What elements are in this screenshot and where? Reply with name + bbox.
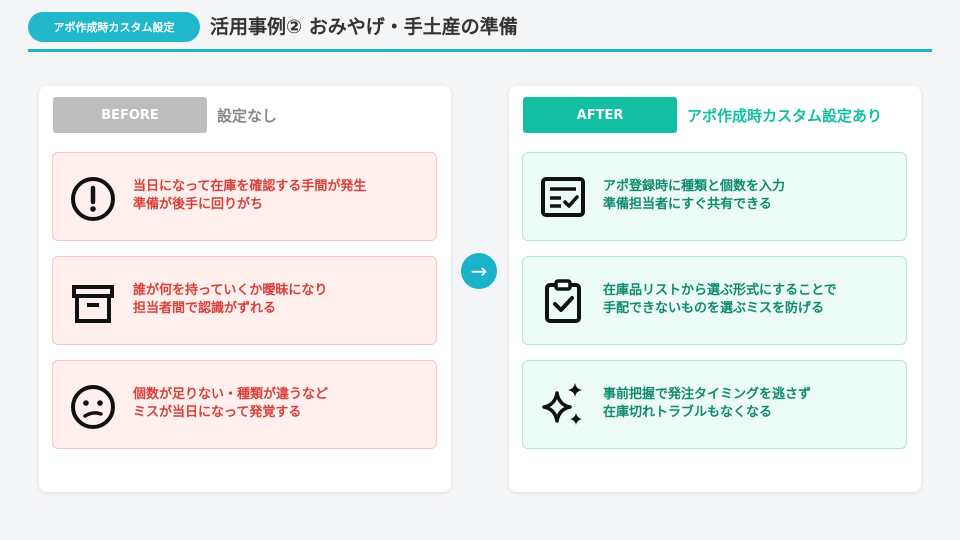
after-panel: AFTER アポ作成時カスタム設定あり アポ登録時に種類と個数を入力 準備担当者… xyxy=(509,86,921,492)
exclamation-circle-icon xyxy=(71,177,115,221)
clipboard-check-icon xyxy=(545,279,581,323)
after-card: アポ登録時に種類と個数を入力 準備担当者にすぐ共有できる xyxy=(522,152,907,241)
sparkles-icon xyxy=(542,383,582,425)
before-card-text: 個数が足りない・種類が違うなど ミスが当日になって発覚する xyxy=(133,387,329,420)
before-description: 設定なし xyxy=(217,106,278,125)
before-tag: BEFORE xyxy=(53,97,207,133)
arrow-right-icon: → xyxy=(461,253,497,289)
after-card: 在庫品リストから選ぶ形式にすることで 手配できないものを選ぶミスを防げる xyxy=(522,256,907,345)
checklist-form-icon xyxy=(541,177,585,217)
confused-face-icon xyxy=(71,385,115,429)
after-card: 事前把握で発注タイミングを逃さず 在庫切れトラブルもなくなる xyxy=(522,360,907,449)
after-card-text: 事前把握で発注タイミングを逃さず 在庫切れトラブルもなくなる xyxy=(603,387,812,420)
before-card: 当日になって在庫を確認する手間が発生 準備が後手に回りがち xyxy=(52,152,437,241)
slide-header: アポ作成時カスタム設定 活用事例② おみやげ・手土産の準備 xyxy=(28,12,932,52)
before-card: 個数が足りない・種類が違うなど ミスが当日になって発覚する xyxy=(52,360,437,449)
before-card-text: 誰が何を持っていくか曖昧になり 担当者間で認識がずれる xyxy=(133,283,328,316)
before-card-text: 当日になって在庫を確認する手間が発生 準備が後手に回りがち xyxy=(133,179,367,212)
archive-box-icon xyxy=(72,285,114,323)
after-description: アポ作成時カスタム設定あり xyxy=(687,106,883,125)
before-panel: BEFORE 設定なし 当日になって在庫を確認する手間が発生 準備が後手に回りが… xyxy=(39,86,451,492)
after-card-text: 在庫品リストから選ぶ形式にすることで 手配できないものを選ぶミスを防げる xyxy=(603,283,837,316)
after-card-text: アポ登録時に種類と個数を入力 準備担当者にすぐ共有できる xyxy=(603,179,786,212)
header-pill: アポ作成時カスタム設定 xyxy=(28,12,200,42)
after-tag: AFTER xyxy=(523,97,677,133)
page-title: 活用事例② おみやげ・手土産の準備 xyxy=(210,16,518,38)
before-card: 誰が何を持っていくか曖昧になり 担当者間で認識がずれる xyxy=(52,256,437,345)
